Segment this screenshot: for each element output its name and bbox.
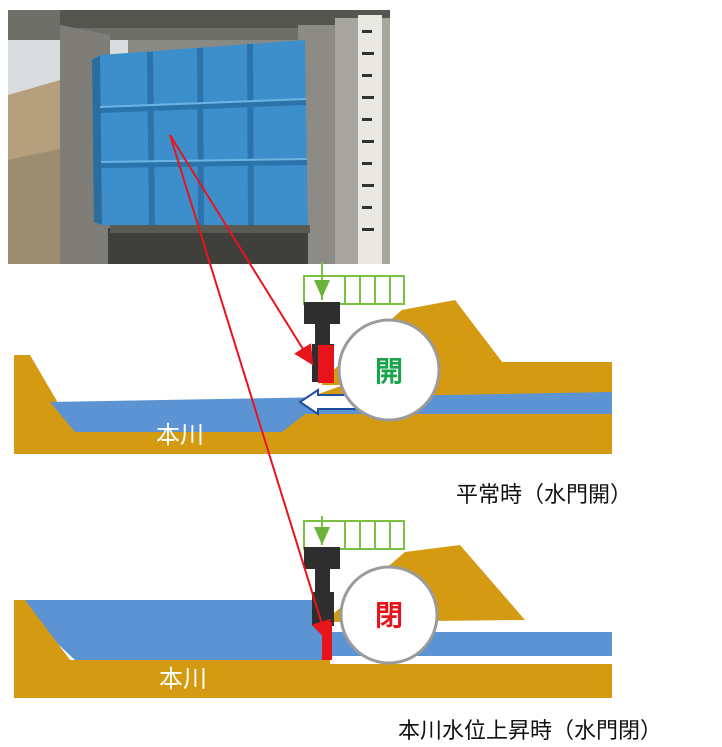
closed-callout (339, 565, 439, 665)
gate-pier-lower (304, 547, 340, 569)
river-water (50, 392, 612, 432)
river-label-bottom: 本川 (159, 665, 207, 693)
pointer-arrow-closed (169, 134, 331, 641)
open-label: 開 (375, 355, 403, 388)
pointer-arrows (169, 134, 331, 641)
hoist-rail (303, 275, 405, 305)
channel-earth-lower (14, 600, 612, 698)
hoist-rail-lower (303, 520, 405, 550)
flood-section: 閉 本川 (14, 516, 612, 698)
river-water-flood (14, 600, 330, 660)
gate-photo (8, 10, 390, 264)
open-callout (337, 318, 441, 422)
caption-normal: 平常時（水門開） (456, 483, 633, 508)
gate-leaf-closed (322, 622, 332, 660)
hoist-motor (314, 280, 330, 298)
closed-label: 閉 (375, 599, 403, 632)
river-label-top: 本川 (156, 421, 204, 449)
caption-flood: 本川水位上昇時（水門閉） (398, 719, 663, 744)
normal-section: 開 本川 (14, 262, 612, 454)
gate-leaf-open (318, 345, 334, 383)
hoist-motor-lower (314, 527, 330, 545)
gate-pier (304, 302, 340, 324)
pointer-arrow-open (169, 134, 314, 366)
